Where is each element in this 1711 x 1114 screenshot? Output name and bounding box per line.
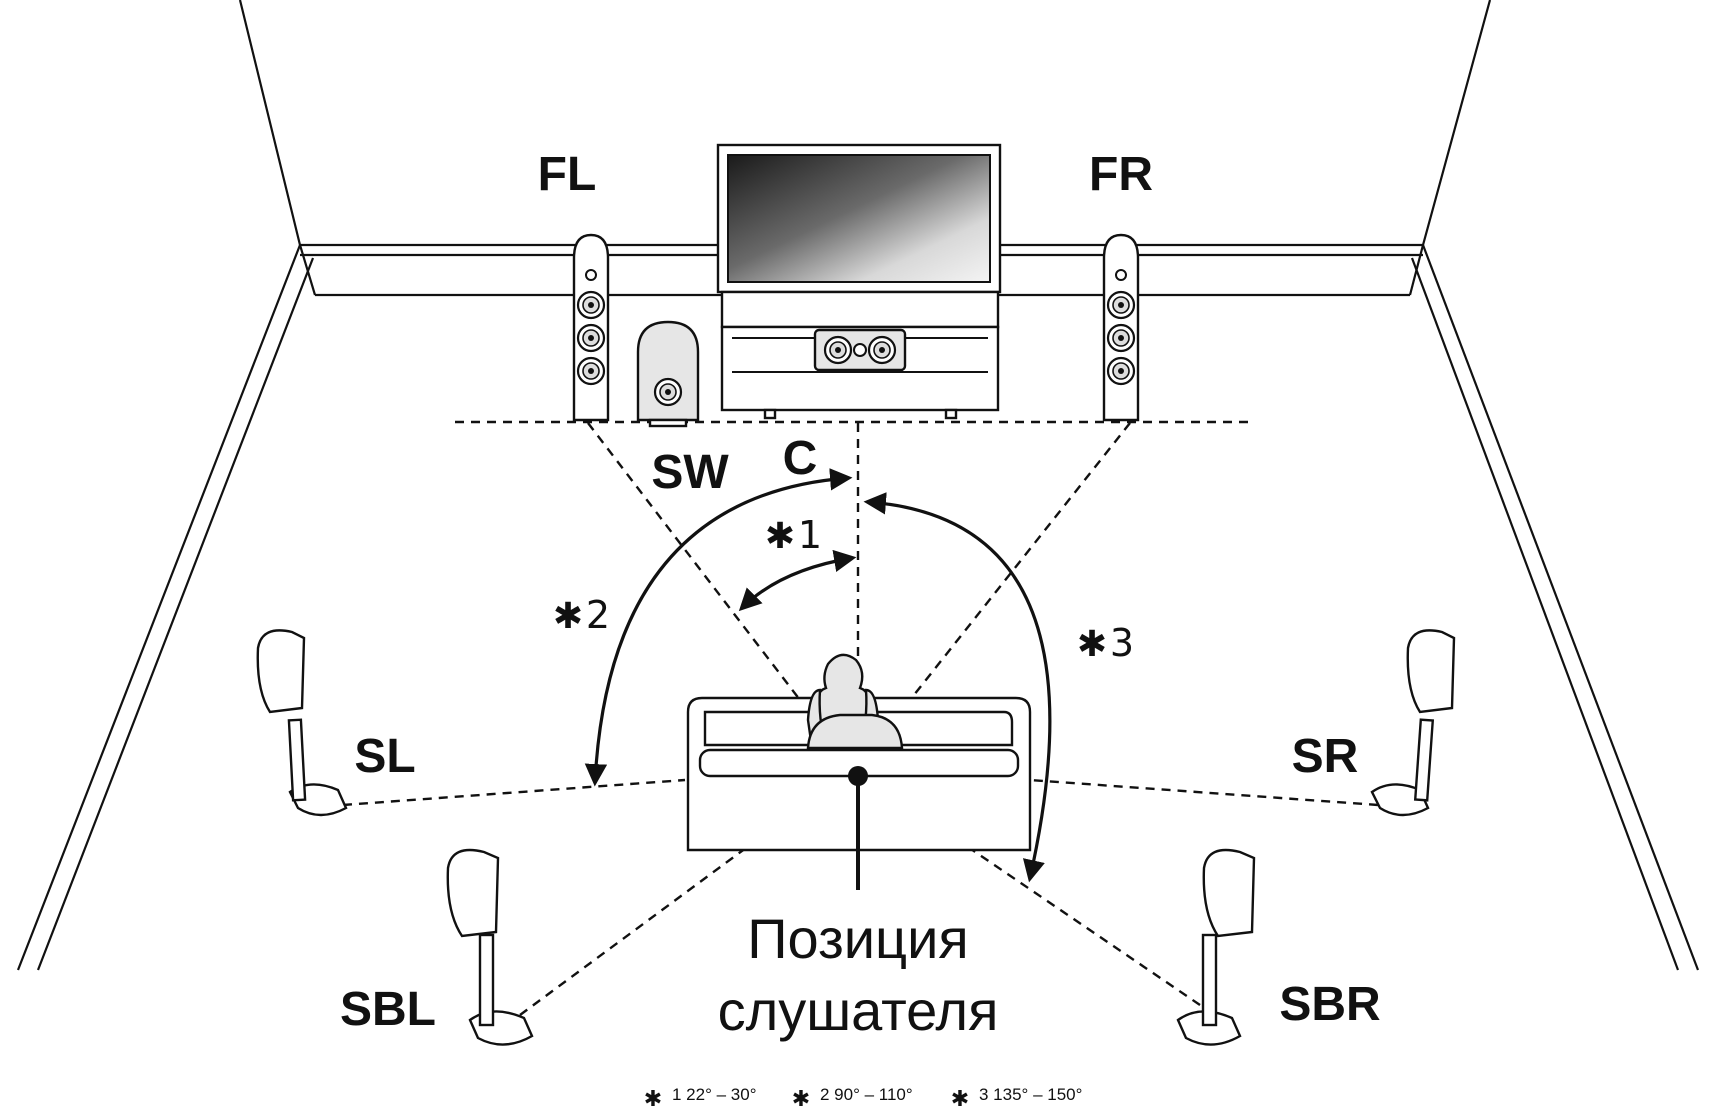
angle-2-number: 2 xyxy=(586,593,610,637)
label-fr: FR xyxy=(1089,148,1153,201)
angle-1-number: 1 xyxy=(798,513,822,557)
angle-1-mark: ✱ xyxy=(765,516,795,557)
angle-arcs xyxy=(584,468,1052,883)
listening-position-marker xyxy=(848,766,868,890)
surround-back-left-speaker xyxy=(446,848,534,1046)
label-sr: SR xyxy=(1292,730,1359,783)
listening-position-line-1: Позиция xyxy=(747,907,968,970)
footnote-3-mark: ✱ xyxy=(951,1087,969,1112)
surround-right-speaker xyxy=(1370,629,1456,817)
label-c: C xyxy=(783,432,818,485)
tv xyxy=(716,143,1002,312)
surround-back-right-speaker xyxy=(1176,848,1256,1046)
angle-2-mark: ✱ xyxy=(553,596,583,637)
label-sbr: SBR xyxy=(1279,978,1380,1031)
footnote-1-text: 1 22° – 30° xyxy=(672,1085,757,1104)
footnote-1-mark: ✱ xyxy=(644,1087,662,1112)
surround-left-speaker xyxy=(256,629,348,817)
angle-3-mark: ✱ xyxy=(1077,624,1107,665)
label-sw: SW xyxy=(651,446,729,499)
subwoofer xyxy=(636,320,700,428)
footnote-3-text: 3 135° – 150° xyxy=(979,1085,1082,1104)
footnote-2-mark: ✱ xyxy=(792,1087,810,1112)
listening-position-line-2: слушателя xyxy=(718,979,999,1042)
center-speaker xyxy=(813,328,907,372)
label-fl: FL xyxy=(538,148,597,201)
front-right-speaker xyxy=(1102,233,1140,422)
label-sl: SL xyxy=(354,730,415,783)
front-left-speaker xyxy=(572,233,610,422)
angle-3-number: 3 xyxy=(1110,621,1134,665)
footnote-2-text: 2 90° – 110° xyxy=(820,1085,913,1104)
label-sbl: SBL xyxy=(340,983,436,1036)
